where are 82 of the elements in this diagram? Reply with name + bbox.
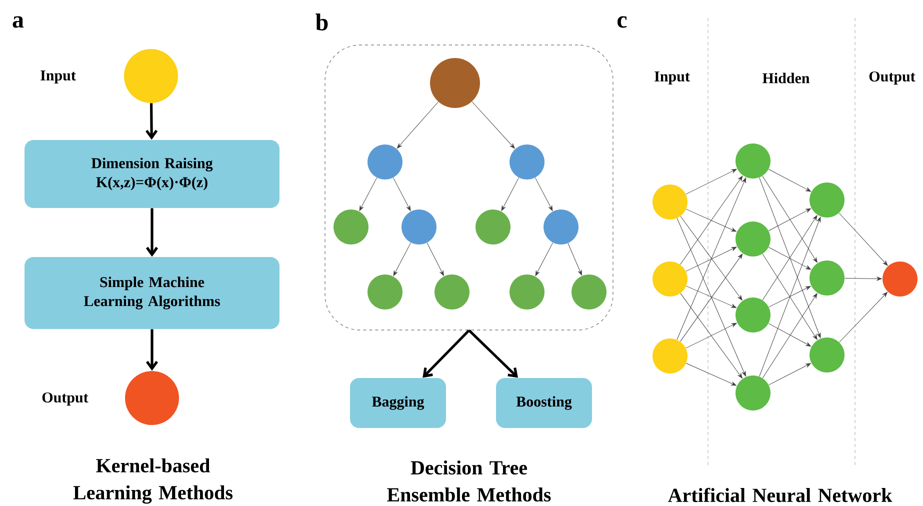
circle-node bbox=[430, 58, 480, 108]
arrow bbox=[680, 254, 743, 342]
panel-letter: c bbox=[618, 16, 627, 28]
node-label: Input bbox=[40, 70, 76, 84]
arrow bbox=[768, 323, 812, 346]
circle-node bbox=[652, 262, 688, 296]
arrow bbox=[686, 168, 737, 194]
circle-node bbox=[652, 184, 688, 220]
process-box: Simple Machine Learning Algorithms bbox=[24, 257, 280, 329]
circle-node bbox=[736, 376, 770, 410]
arrow bbox=[768, 286, 811, 308]
circle-node bbox=[572, 274, 606, 310]
arrow bbox=[686, 246, 737, 272]
arrow bbox=[468, 329, 518, 378]
arrow bbox=[359, 177, 378, 211]
arrow bbox=[535, 242, 554, 276]
arrow bbox=[686, 322, 737, 348]
circle-node bbox=[334, 210, 368, 244]
circle-node bbox=[510, 274, 544, 310]
arrow bbox=[680, 293, 742, 378]
arrow bbox=[768, 169, 811, 192]
arrow bbox=[392, 177, 411, 211]
arrow bbox=[426, 242, 444, 276]
arrow bbox=[422, 329, 470, 378]
arrow bbox=[472, 101, 515, 149]
arrow bbox=[762, 176, 818, 263]
circle-node bbox=[125, 371, 179, 425]
circle-node bbox=[510, 144, 544, 180]
column-label: Output bbox=[869, 71, 916, 85]
circle-node bbox=[736, 298, 770, 332]
arrow bbox=[680, 216, 742, 300]
arrow bbox=[146, 329, 158, 371]
arrow bbox=[396, 102, 439, 148]
arrow bbox=[393, 242, 412, 276]
arrow bbox=[759, 177, 821, 338]
circle-node bbox=[652, 338, 688, 374]
column-label: Input bbox=[654, 72, 690, 85]
panel-letter: a bbox=[12, 16, 24, 28]
arrow bbox=[844, 276, 882, 281]
arrow bbox=[686, 208, 736, 232]
circle-node bbox=[810, 338, 844, 372]
circle-node bbox=[544, 210, 578, 244]
arrow bbox=[839, 292, 888, 342]
arrow bbox=[838, 212, 888, 266]
panel-caption: Artificial Neural Network bbox=[668, 488, 892, 502]
arrow bbox=[676, 218, 746, 376]
arrow bbox=[762, 293, 818, 378]
circle-node bbox=[434, 274, 470, 310]
panel-caption: Decision Tree Ensemble Methods bbox=[387, 460, 551, 502]
arrow bbox=[768, 208, 811, 231]
arrow bbox=[680, 176, 743, 265]
arrow bbox=[768, 363, 811, 386]
panel-letter: b bbox=[316, 14, 328, 30]
circle-node bbox=[736, 222, 770, 256]
arrow bbox=[686, 362, 736, 386]
dashed-frame bbox=[324, 44, 614, 330]
arrow bbox=[686, 286, 736, 308]
process-box: Boosting bbox=[496, 378, 592, 428]
arrow bbox=[534, 177, 553, 211]
arrow bbox=[568, 243, 582, 276]
circle-node bbox=[882, 262, 918, 296]
circle-node bbox=[124, 49, 178, 103]
arrow bbox=[501, 177, 520, 211]
panel-caption: Kernel-based Learning Methods bbox=[73, 458, 232, 504]
circle-node bbox=[736, 144, 770, 178]
process-box: Dimension Raising K(x,z)=Φ(x)·Φ(z) bbox=[24, 140, 280, 208]
node-label: Output bbox=[42, 392, 88, 406]
arrow bbox=[146, 208, 158, 257]
process-box: Bagging bbox=[350, 378, 446, 428]
circle-node bbox=[476, 210, 510, 244]
column-label: Hidden bbox=[762, 72, 810, 84]
arrow bbox=[762, 254, 818, 340]
circle-node bbox=[810, 260, 844, 296]
arrow bbox=[768, 247, 811, 270]
arrow bbox=[146, 103, 158, 140]
arrow bbox=[676, 178, 746, 340]
circle-node bbox=[402, 210, 436, 244]
circle-node bbox=[368, 274, 402, 310]
arrow bbox=[759, 216, 821, 377]
circle-node bbox=[810, 182, 844, 218]
circle-node bbox=[368, 144, 402, 180]
arrow bbox=[762, 215, 818, 300]
